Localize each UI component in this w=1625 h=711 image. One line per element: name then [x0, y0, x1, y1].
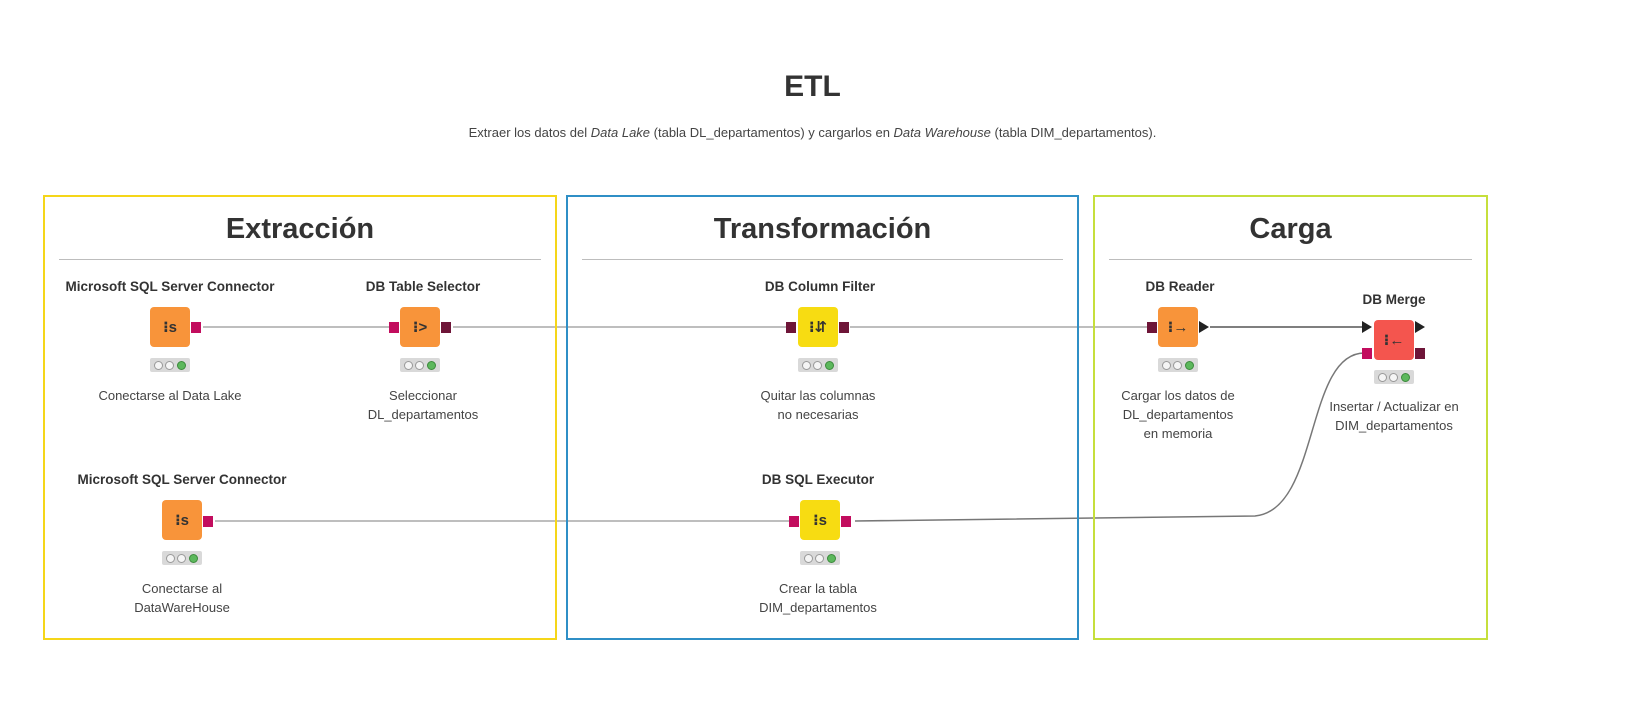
input-port[interactable]	[789, 516, 799, 527]
node-description: Conectarse al Data Lake	[98, 388, 242, 403]
output-port[interactable]	[203, 516, 213, 527]
node-title: DB Column Filter	[764, 279, 876, 294]
section-divider	[1109, 259, 1472, 260]
node-title: Microsoft SQL Server Connector	[77, 472, 287, 487]
connection-line	[854, 352, 1366, 522]
input-port[interactable]	[389, 322, 399, 333]
node-title: Microsoft SQL Server Connector	[65, 279, 275, 294]
db-reader-icon[interactable]: ⁝→	[1158, 307, 1198, 347]
input-port[interactable]	[786, 322, 796, 333]
node-description: Conectarse al DataWareHouse	[134, 581, 230, 615]
node-title: DB SQL Executor	[761, 472, 875, 487]
db-column-filter-icon[interactable]: ⁝⇵	[798, 307, 838, 347]
node-title: DB Reader	[1145, 279, 1215, 294]
output-port[interactable]	[191, 322, 201, 333]
output-port-arrow-icon[interactable]	[1199, 321, 1209, 333]
node-description: Insertar / Actualizar en DIM_departament…	[1329, 399, 1459, 433]
db-merge-icon[interactable]: ⁝←	[1374, 320, 1414, 360]
node-description: Seleccionar DL_departamentos	[367, 388, 479, 422]
node-description: Crear la tabla DIM_departamentos	[759, 581, 877, 615]
node-status-indicator	[150, 358, 190, 372]
node-db-merge[interactable]: DB Merge	[1284, 292, 1504, 307]
output-port[interactable]	[441, 322, 451, 333]
node-status-indicator	[1374, 370, 1414, 384]
node-sql-server-connector-1[interactable]: Microsoft SQL Server Connector	[60, 279, 280, 294]
node-db-table-selector[interactable]: DB Table Selector	[313, 279, 533, 294]
db-sql-executor-icon[interactable]: ⁝s	[800, 500, 840, 540]
node-db-column-filter[interactable]: DB Column Filter	[710, 279, 930, 294]
db-connector-icon[interactable]: ⁝s	[150, 307, 190, 347]
section-extraccion: Extracción	[43, 195, 557, 640]
node-status-indicator	[400, 358, 440, 372]
output-port-arrow-icon[interactable]	[1415, 321, 1425, 333]
node-status-indicator	[798, 358, 838, 372]
node-title: DB Table Selector	[365, 279, 481, 294]
db-connector-icon[interactable]: ⁝s	[162, 500, 202, 540]
node-status-indicator	[1158, 358, 1198, 372]
node-status-indicator	[800, 551, 840, 565]
section-divider	[582, 259, 1063, 260]
page-subtitle: Extraer los datos del Data Lake (tabla D…	[468, 125, 1157, 140]
output-port[interactable]	[1415, 348, 1425, 359]
section-title: Carga	[1249, 213, 1332, 245]
node-db-reader[interactable]: DB Reader	[1070, 279, 1290, 294]
output-port[interactable]	[841, 516, 851, 527]
section-title: Extracción	[225, 213, 375, 245]
node-db-sql-executor[interactable]: DB SQL Executor	[708, 472, 928, 487]
section-carga: Carga	[1093, 195, 1488, 640]
input-port-arrow-icon[interactable]	[1362, 321, 1372, 333]
node-description: Quitar las columnas no necesarias	[760, 388, 876, 422]
input-port[interactable]	[1147, 322, 1157, 333]
db-table-selector-icon[interactable]: ⁝>	[400, 307, 440, 347]
section-divider	[59, 259, 541, 260]
node-status-indicator	[162, 551, 202, 565]
page-title: ETL	[784, 70, 841, 103]
section-transformacion: Transformación	[566, 195, 1079, 640]
node-description: Cargar los datos de DL_departamentos en …	[1121, 388, 1235, 441]
section-title: Transformación	[713, 213, 932, 245]
input-port[interactable]	[1362, 348, 1372, 359]
node-title: DB Merge	[1362, 292, 1426, 307]
output-port[interactable]	[839, 322, 849, 333]
node-sql-server-connector-2[interactable]: Microsoft SQL Server Connector	[72, 472, 292, 487]
